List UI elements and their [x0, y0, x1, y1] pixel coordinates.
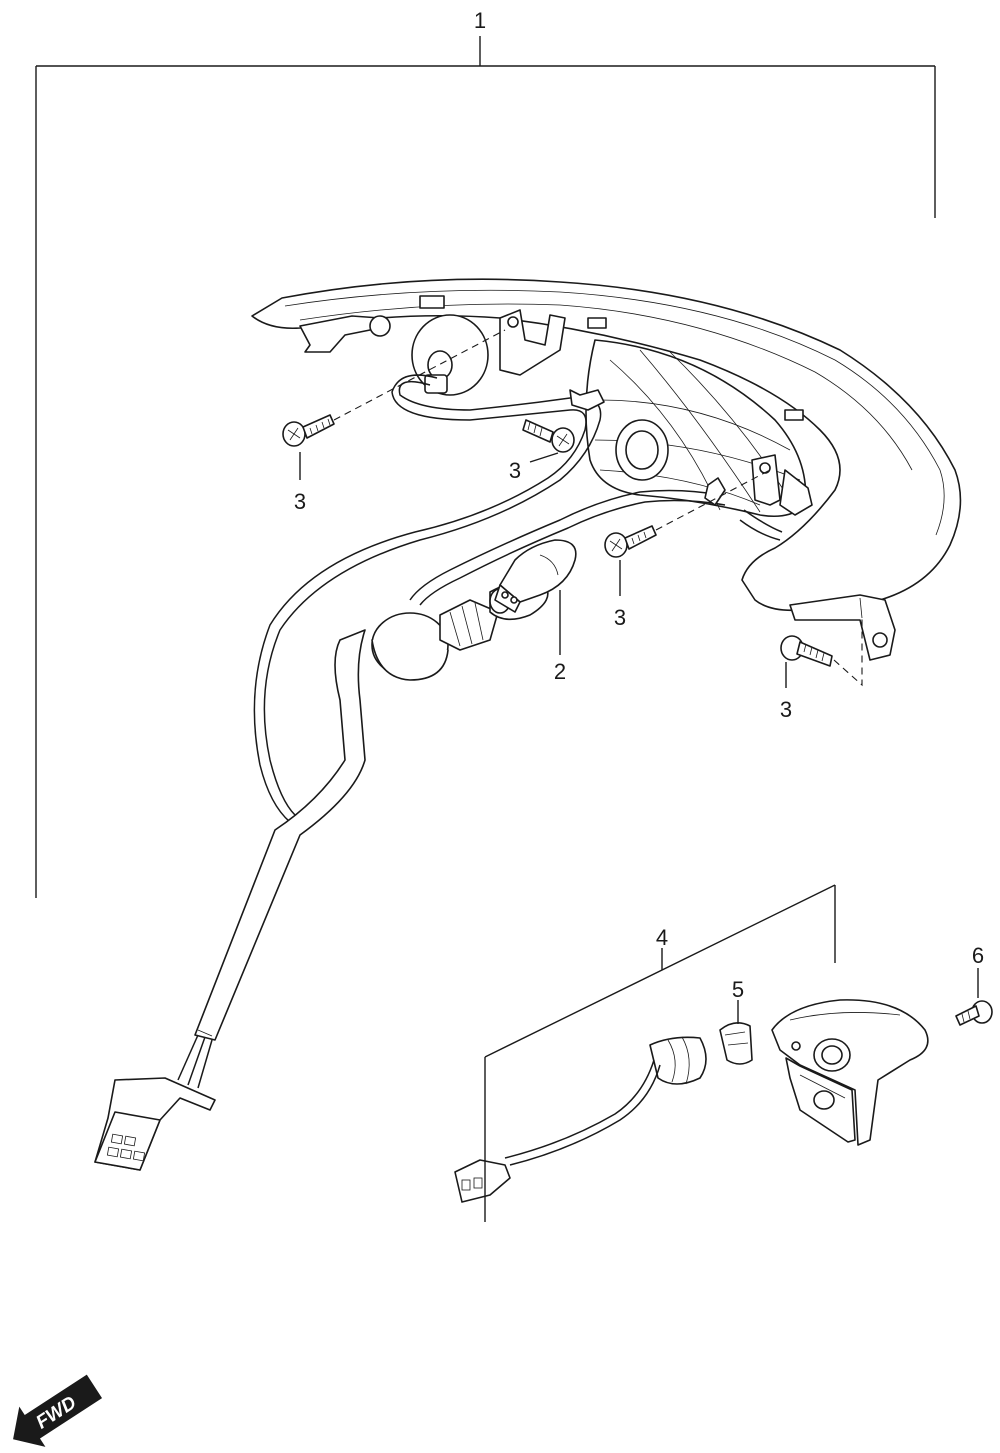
screw-3b: [522, 419, 575, 453]
callout-1: 1: [474, 8, 486, 33]
callout-3-upper-left: 3: [294, 489, 306, 514]
tail-light-housing: [251, 278, 962, 661]
license-light-wire: [454, 1036, 707, 1203]
bulb-socket-and-bulb: [439, 539, 577, 651]
arrow-left-down-icon: [13, 1374, 103, 1447]
callout-3-right: 3: [780, 697, 792, 722]
callout-3-lower-center: 3: [614, 605, 626, 630]
screw-3d: [780, 635, 833, 667]
wiring-harness: [177, 374, 783, 1089]
assembly-4-bracket: [484, 884, 836, 1222]
callout-4: 4: [656, 925, 668, 950]
callout-3-center: 3: [509, 458, 521, 483]
wedge-bulb: [719, 1022, 753, 1065]
screw-6: [955, 1000, 993, 1026]
callout-2: 2: [554, 659, 566, 684]
fwd-direction-arrow: FWD: [13, 1374, 103, 1447]
screw-3a: [282, 414, 335, 447]
alignment-lines: [333, 329, 863, 687]
license-light-housing: [771, 999, 929, 1146]
leader-lines: [299, 452, 979, 1024]
harness-connector: [94, 1077, 216, 1171]
callout-5: 5: [732, 977, 744, 1002]
screw-3c: [604, 525, 657, 558]
assembly-1-bracket: [35, 36, 936, 898]
callout-6: 6: [972, 943, 984, 968]
